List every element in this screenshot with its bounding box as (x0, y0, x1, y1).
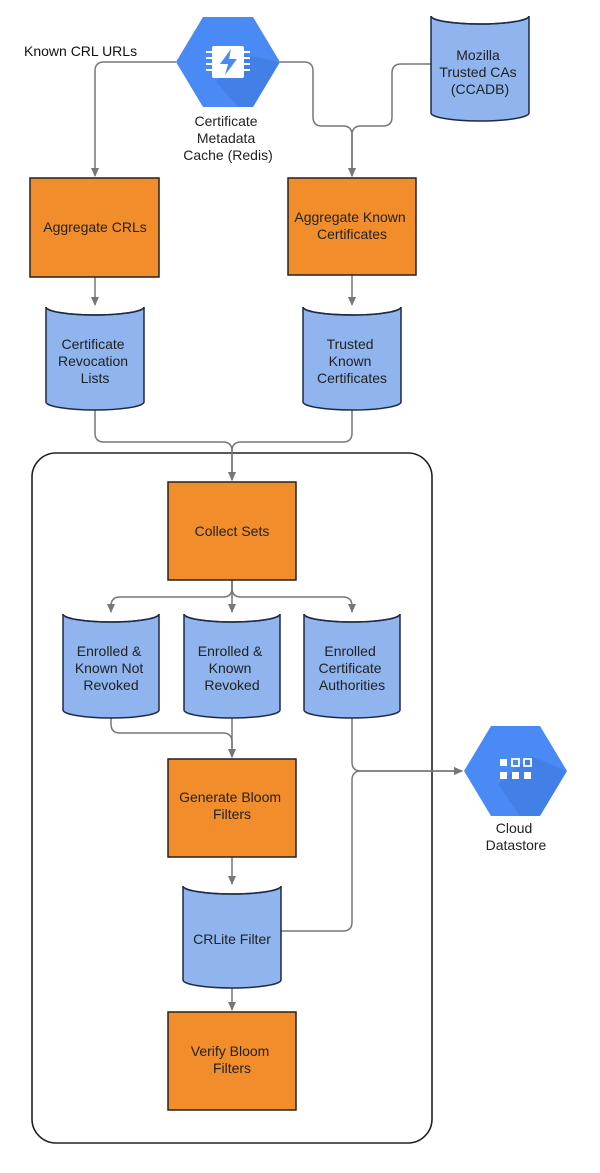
collect-sets-label: Collect Sets (195, 523, 270, 539)
cylinder-lid (182, 885, 282, 895)
label-line: Authorities (319, 677, 385, 693)
connector-known-certs-to-collect (228, 402, 353, 481)
crlite-filter-store: CRLite Filter (182, 885, 282, 989)
label-line: Collect Sets (195, 523, 270, 539)
memorystore-chip-bolt-icon (206, 46, 250, 78)
label-line: Aggregate Known (294, 209, 405, 225)
generate-bloom-filters-process: Generate Bloom Filters (167, 758, 297, 858)
certificate-metadata-cache-service: Certificate Metadata Cache (Redis) (176, 17, 280, 163)
cylinder-lid (45, 306, 145, 316)
verify-bloom-filters-label: Verify Bloom Filters (191, 1043, 273, 1076)
aggregate-crls-box (29, 177, 160, 278)
label-line: Filters (213, 806, 251, 822)
cylinder-lid (430, 15, 530, 25)
data-stores: Mozilla Trusted CAs (CCADB) Certificate … (45, 15, 530, 989)
certificate-revocation-lists-label: Certificate Revocation Lists (58, 336, 132, 386)
label-line: CRLite Filter (193, 931, 271, 947)
label-line: Revoked (204, 677, 259, 693)
aggregate-known-certificates-process: Aggregate Known Certificates (287, 177, 417, 276)
process-steps: Aggregate CRLs Aggregate Known Certifica… (29, 177, 417, 1111)
label-line: Revoked (83, 677, 138, 693)
datastore-hexagon-icon (464, 726, 567, 816)
connector-cache-to-aggregate-known (280, 61, 356, 177)
label-line: Mozilla (456, 47, 500, 63)
label-line: Known (209, 660, 252, 676)
mozilla-trusted-cas-label: Mozilla Trusted CAs (CCADB) (439, 47, 520, 97)
generate-bloom-filters-box (167, 758, 297, 858)
enrolled-certificate-authorities-label: Enrolled Certificate Authorities (319, 643, 386, 693)
datastore-grid-icon (500, 758, 532, 779)
enrolled-known-not-revoked-label: Enrolled & Known Not Revoked (75, 643, 147, 693)
cylinder-lid (62, 613, 160, 623)
label-line: Certificates (317, 226, 387, 242)
connector-collect-to-enrolled-cas (231, 580, 356, 613)
label-line: Verify Bloom (191, 1043, 270, 1059)
label-line: (CCADB) (451, 81, 509, 97)
trusted-known-certificates-label: Trusted Known Certificates (317, 336, 387, 386)
label-line: Filters (213, 1060, 251, 1076)
label-line: Enrolled & (77, 643, 142, 659)
label-line: Generate Bloom (179, 789, 281, 805)
certificate-revocation-lists-store: Certificate Revocation Lists (45, 306, 145, 411)
label-line: Lists (81, 370, 110, 386)
datastore-hexagon-shadow (498, 756, 567, 816)
connector-mozilla-to-aggregate-known (348, 63, 431, 177)
trusted-known-certificates-store: Trusted Known Certificates (302, 306, 402, 411)
label-line: Certificate (195, 113, 258, 129)
label-line: Revocation (58, 353, 128, 369)
enrolled-known-revoked-label: Enrolled & Known Revoked (198, 643, 266, 693)
enrolled-known-revoked-store: Enrolled & Known Revoked (183, 613, 281, 719)
connector-cache-to-aggregate-crls (91, 61, 176, 177)
label-line: Aggregate CRLs (43, 219, 147, 235)
connector-crlite-filter-to-datastore (281, 767, 463, 932)
connector-collect-to-enrolled-not-revoked (107, 580, 233, 613)
aggregate-crls-process: Aggregate CRLs (29, 177, 160, 278)
cloud-datastore-label: Cloud Datastore (486, 820, 547, 853)
label-line: Trusted CAs (439, 64, 516, 80)
cylinder-lid (302, 306, 402, 316)
label-line: Cloud (496, 820, 533, 836)
enrolled-known-not-revoked-store: Enrolled & Known Not Revoked (62, 613, 160, 719)
label-line: Enrolled & (198, 643, 263, 659)
label-line: Datastore (486, 837, 547, 853)
cylinder-lid (183, 613, 281, 623)
aggregate-crls-label: Aggregate CRLs (43, 219, 147, 235)
verify-bloom-filters-box (167, 1011, 297, 1111)
label-line: Metadata (197, 130, 256, 146)
collect-sets-box (167, 481, 297, 581)
generate-bloom-filters-label: Generate Bloom Filters (179, 789, 285, 822)
verify-bloom-filters-process: Verify Bloom Filters (167, 1011, 297, 1111)
cloud-datastore-service: Cloud Datastore (464, 726, 567, 853)
mozilla-trusted-cas-store: Mozilla Trusted CAs (CCADB) (430, 15, 530, 122)
aggregate-known-certificates-label: Aggregate Known Certificates (294, 209, 409, 242)
label-line: Trusted (327, 336, 374, 352)
collect-sets-process: Collect Sets (167, 481, 297, 581)
connector-crls-to-collect (94, 402, 236, 481)
connector-enrolled-cas-to-datastore (351, 710, 463, 775)
label-line: Certificate (319, 660, 382, 676)
label-line: Cache (Redis) (183, 147, 272, 163)
known-crl-urls-label: Known CRL URLs (24, 43, 137, 59)
label-line: Certificate (62, 336, 125, 352)
certificate-metadata-cache-label: Certificate Metadata Cache (Redis) (183, 113, 272, 163)
enrolled-certificate-authorities-store: Enrolled Certificate Authorities (303, 613, 401, 719)
label-line: Enrolled (324, 643, 375, 659)
label-line: Known (329, 353, 372, 369)
label-line: Known Not (75, 660, 144, 676)
crlite-filter-label: CRLite Filter (193, 931, 271, 947)
label-line: Certificates (317, 370, 387, 386)
cylinder-lid (303, 613, 401, 623)
aggregate-known-certificates-box (287, 177, 417, 276)
